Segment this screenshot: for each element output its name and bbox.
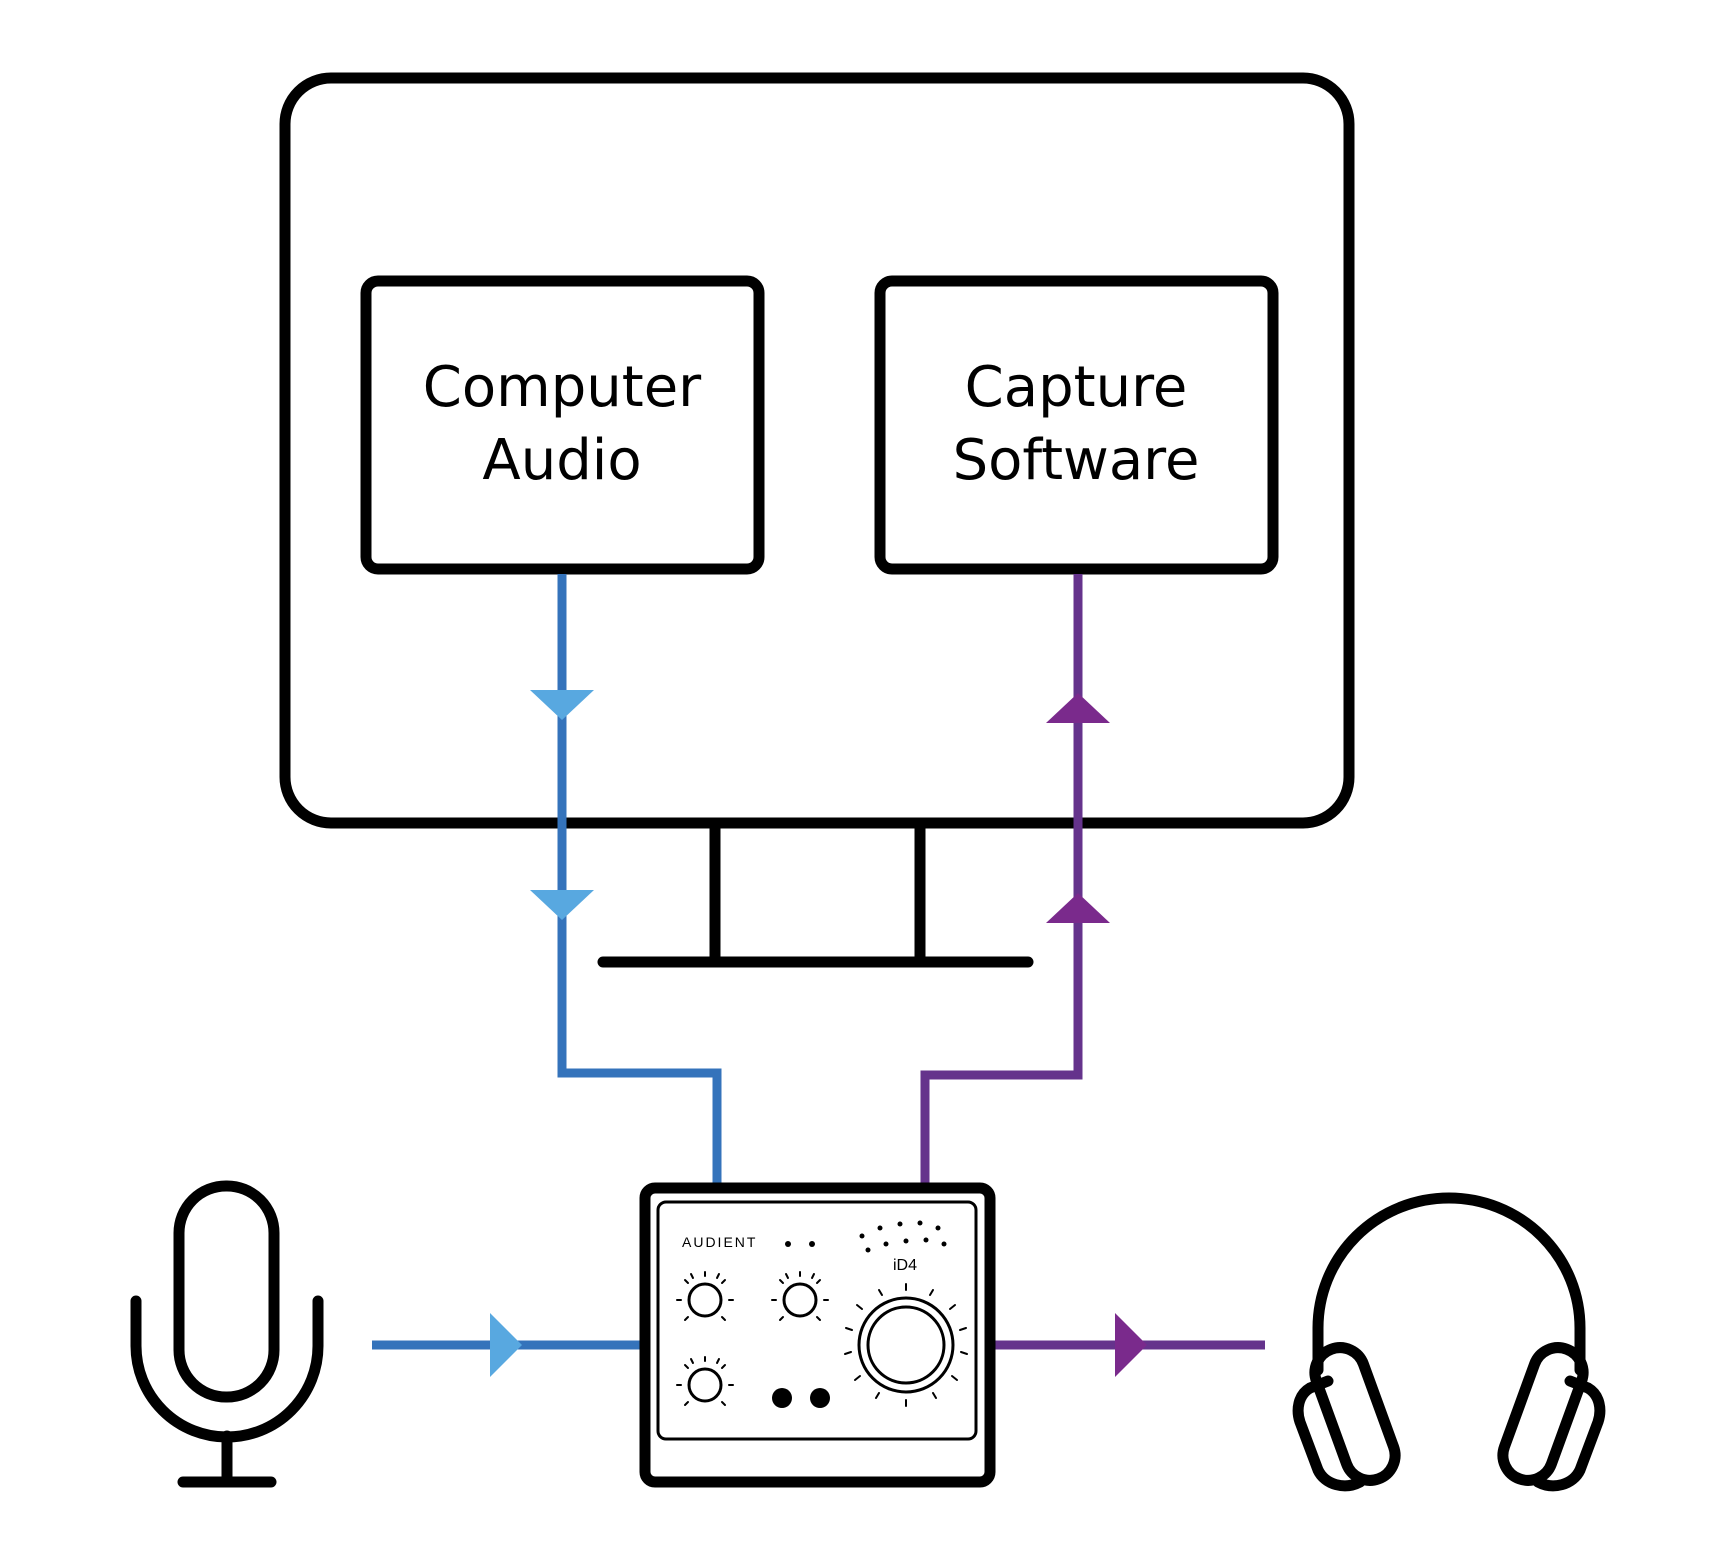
interface-brand-label: AUDIENT [682, 1234, 757, 1250]
interface-model-label: iD4 [893, 1257, 917, 1274]
gain-knob-2 [771, 1271, 829, 1321]
input-jack-1 [772, 1388, 792, 1408]
computer-audio-box: Computer Audio [360, 275, 765, 575]
gain-knob-3 [676, 1356, 734, 1406]
microphone-icon [130, 1180, 324, 1488]
capture-software-label-line1: Capture [965, 355, 1188, 420]
input-jack-2 [810, 1388, 830, 1408]
purple-arrow-right [1115, 1313, 1147, 1377]
audio-interface-icon: AUDIENT iD4 [639, 1182, 996, 1488]
purple-arrow-up-upper [1046, 693, 1110, 723]
purple-signal-line-interface-to-capture [920, 574, 1083, 1188]
monitor-screen [279, 72, 1355, 829]
volume-knob [844, 1283, 968, 1407]
capture-software-box: Capture Software [874, 275, 1279, 575]
blue-arrow-down-lower [530, 890, 594, 920]
blue-arrow-down-upper [530, 690, 594, 720]
computer-audio-label-line2: Audio [482, 428, 641, 493]
computer-audio-label-line1: Computer [423, 355, 702, 420]
interface-led-dots [785, 1241, 815, 1247]
blue-signal-line-computer-to-interface [557, 574, 722, 1188]
gain-knob-1 [676, 1271, 734, 1321]
purple-arrow-up-lower [1046, 893, 1110, 923]
capture-software-label-line2: Software [953, 428, 1200, 493]
blue-arrow-right [490, 1313, 522, 1377]
headphones-icon [1292, 1192, 1606, 1492]
interface-meter-dots [859, 1220, 947, 1253]
monitor-icon [279, 72, 1355, 968]
